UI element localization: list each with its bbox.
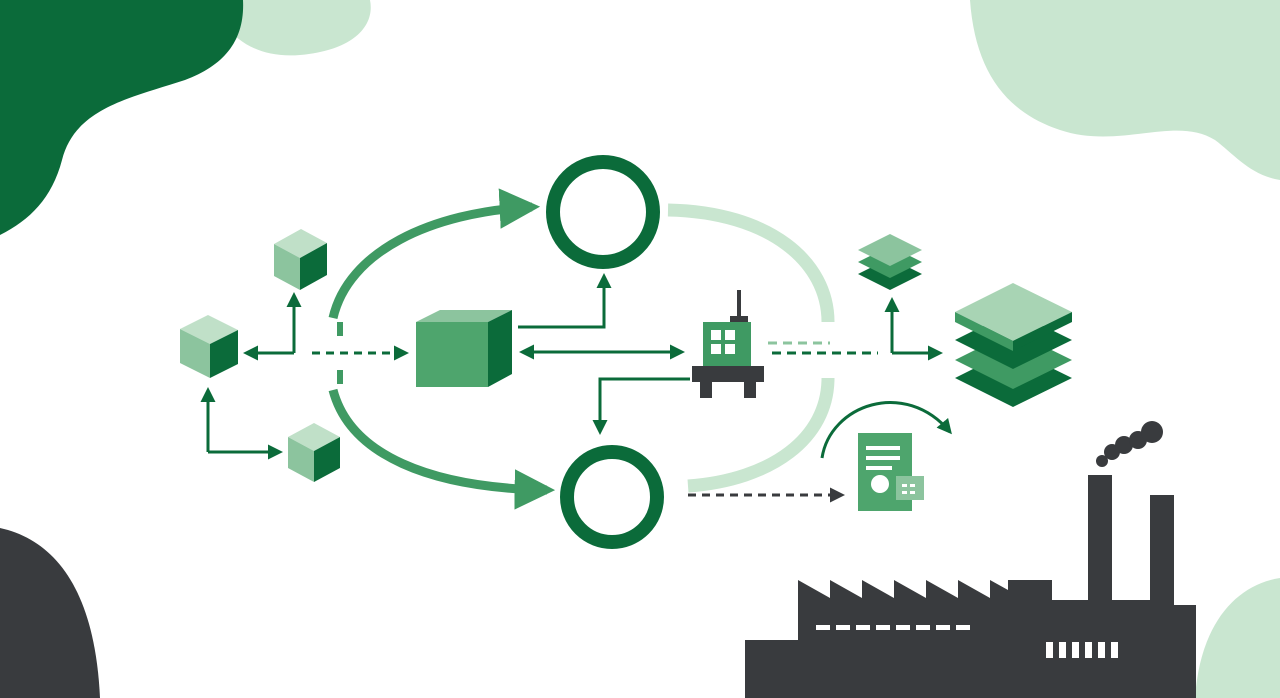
source-cube-bottom-icon xyxy=(288,423,340,482)
bottom-right-pale-blob xyxy=(1195,578,1280,698)
source-cube-left-icon xyxy=(180,315,238,378)
process-circle-bottom-icon xyxy=(560,445,664,549)
smoke-icon xyxy=(1096,421,1163,467)
layer-stack-large-icon xyxy=(955,283,1072,407)
connector-hub-to-top-circle xyxy=(518,273,612,329)
document-icon xyxy=(858,433,924,511)
source-cube-top-icon xyxy=(274,229,327,290)
process-circle-top-icon xyxy=(546,155,660,269)
connector-machine-to-bottom-circle xyxy=(592,377,690,435)
loop-arc-right xyxy=(667,203,835,493)
connector-curved-to-document xyxy=(820,401,952,459)
factory-icon xyxy=(745,421,1196,698)
layer-stack-small-icon xyxy=(858,234,922,290)
hub-cube-icon xyxy=(416,310,512,387)
bottom-left-charcoal-blob xyxy=(0,528,100,698)
factory-machine-icon xyxy=(692,290,764,398)
loop-arc-top-left xyxy=(328,188,541,320)
top-left-dark-blob xyxy=(0,0,244,235)
top-right-pale-blob xyxy=(970,0,1280,180)
loop-arc-bottom-left xyxy=(328,388,556,510)
